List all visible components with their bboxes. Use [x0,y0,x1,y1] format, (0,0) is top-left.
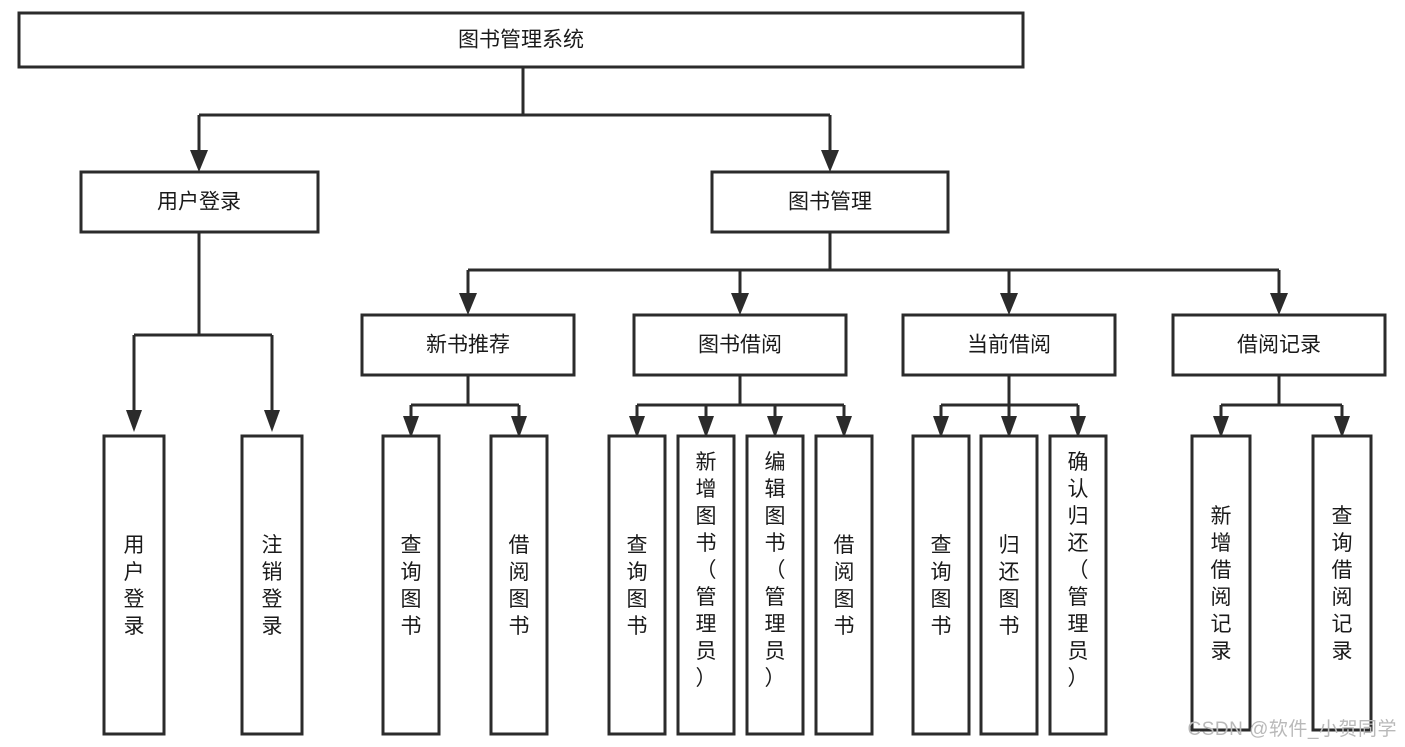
node-root-box[interactable] [17,11,1025,69]
node-user-login-label: 用户登录 [157,191,241,214]
node-leaf-add-record[interactable]: 新增借阅记录 [1190,434,1252,732]
arrow-head-leaf-return-book [1001,416,1017,438]
node-root-label: 图书管理系统 [458,29,584,52]
node-leaf-user-login-label: 用户登录 [124,534,145,638]
node-book-management-box[interactable] [710,170,950,234]
node-leaf-query-record-box[interactable] [1311,434,1373,732]
node-leaf-query-book-2-label: 查询图书 [627,534,648,638]
arrow-head-leaf-borrow-book-1 [511,416,527,438]
node-leaf-query-record-label: 查询借阅记录 [1332,505,1353,663]
arrow-head-current-borrow [1000,293,1018,315]
node-leaf-return-book-label: 归还图书 [999,534,1020,638]
node-user-login-box[interactable] [79,170,320,234]
node-leaf-query-book-2-box[interactable] [607,434,667,736]
node-current-borrow-box[interactable] [901,313,1117,377]
arrow-head-new-book-recommend [459,293,477,315]
arrow-head-leaf-borrow-book-2 [836,416,852,438]
arrow-head-leaf-confirm-return [1070,416,1086,438]
node-leaf-user-login[interactable]: 用户登录 [102,434,166,736]
node-borrow-record-box[interactable] [1171,313,1387,377]
connector-layer [126,67,1350,438]
arrow-head-leaf-query-record [1334,416,1350,438]
arrow-head-leaf-query-book-1 [403,416,419,438]
arrow-head-book-borrow [731,293,749,315]
node-book-management-label: 图书管理 [788,191,872,214]
node-leaf-logout-label: 注销登录 [262,534,283,638]
node-book-borrow[interactable]: 图书借阅 [632,313,848,377]
node-leaf-confirm-return[interactable]: 确认归还（管理员） [1048,434,1108,736]
node-current-borrow[interactable]: 当前借阅 [901,313,1117,377]
node-borrow-record[interactable]: 借阅记录 [1171,313,1387,377]
node-book-borrow-label: 图书借阅 [698,334,782,357]
arrow-head-leaf-edit-book [767,416,783,438]
node-leaf-confirm-return-label: 确认归还（管理员） [1068,451,1089,690]
node-leaf-borrow-book-2[interactable]: 借阅图书 [814,434,874,736]
arrow-head-leaf-add-book [698,416,714,438]
node-borrow-record-label: 借阅记录 [1237,334,1321,357]
node-leaf-logout-box[interactable] [240,434,304,736]
arrow-head-leaf-logout [264,410,280,432]
node-leaf-borrow-book-2-label: 借阅图书 [834,534,855,638]
arrow-head-leaf-query-book-2 [629,416,645,438]
node-root[interactable]: 图书管理系统 [17,11,1025,69]
node-leaf-query-book-1-label: 查询图书 [401,534,422,638]
node-leaf-edit-book-box[interactable] [745,434,805,736]
arrow-head-leaf-query-book-3 [933,416,949,438]
node-leaf-return-book-box[interactable] [979,434,1039,736]
node-leaf-query-book-1[interactable]: 查询图书 [381,434,441,736]
arrow-head-leaf-add-record [1213,416,1229,438]
node-leaf-borrow-book-2-box[interactable] [814,434,874,736]
arrow-head-borrow-record [1270,293,1288,315]
node-leaf-add-record-box[interactable] [1190,434,1252,732]
node-leaf-confirm-return-box[interactable] [1048,434,1108,736]
arrow-head-user-login [190,150,208,172]
node-leaf-edit-book-label: 编辑图书（管理员） [765,451,786,690]
node-leaf-query-book-3-box[interactable] [911,434,971,736]
node-leaf-query-book-3-label: 查询图书 [931,534,952,638]
node-leaf-borrow-book-1-box[interactable] [489,434,549,736]
node-leaf-query-record[interactable]: 查询借阅记录 [1311,434,1373,732]
node-new-book-recommend-label: 新书推荐 [426,334,510,357]
node-leaf-add-book-label: 新增图书（管理员） [696,451,717,690]
node-leaf-borrow-book-1[interactable]: 借阅图书 [489,434,549,736]
node-leaf-edit-book[interactable]: 编辑图书（管理员） [745,434,805,736]
node-new-book-recommend[interactable]: 新书推荐 [360,313,576,377]
arrow-head-leaf-user-login [126,410,142,432]
node-leaf-query-book-2[interactable]: 查询图书 [607,434,667,736]
node-leaf-add-book[interactable]: 新增图书（管理员） [676,434,736,736]
node-leaf-user-login-box[interactable] [102,434,166,736]
node-book-borrow-box[interactable] [632,313,848,377]
arrow-head-book-management [821,150,839,172]
node-leaf-logout[interactable]: 注销登录 [240,434,304,736]
node-user-login[interactable]: 用户登录 [79,170,320,234]
node-leaf-query-book-1-box[interactable] [381,434,441,736]
node-leaf-add-record-label: 新增借阅记录 [1211,505,1232,663]
node-leaf-borrow-book-1-label: 借阅图书 [509,534,530,638]
node-leaf-add-book-box[interactable] [676,434,736,736]
node-leaf-return-book[interactable]: 归还图书 [979,434,1039,736]
node-leaf-query-book-3[interactable]: 查询图书 [911,434,971,736]
node-new-book-recommend-box[interactable] [360,313,576,377]
node-book-management[interactable]: 图书管理 [710,170,950,234]
node-current-borrow-label: 当前借阅 [967,334,1051,357]
